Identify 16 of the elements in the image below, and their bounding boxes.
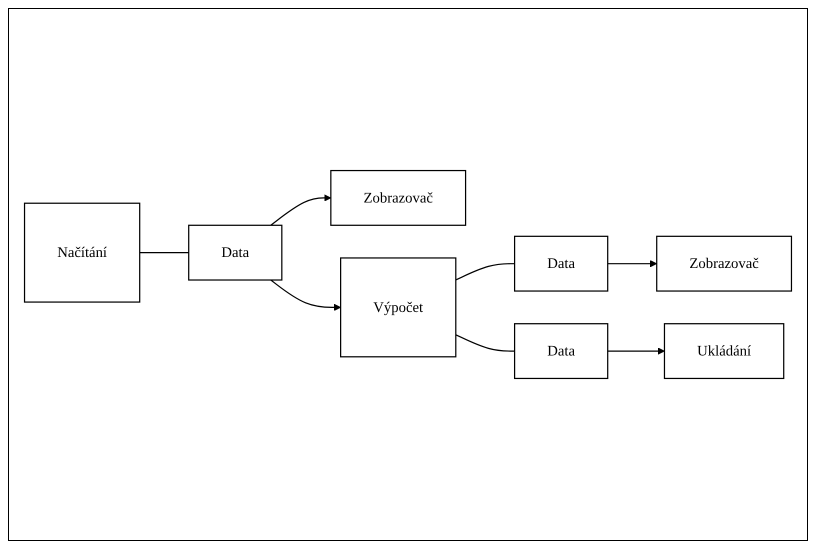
connector xyxy=(140,252,189,254)
arrow xyxy=(608,348,665,355)
arrow xyxy=(270,280,341,311)
node-box xyxy=(188,224,282,281)
connector xyxy=(456,334,515,352)
node-box xyxy=(514,236,608,292)
node-box xyxy=(340,257,456,358)
node-box xyxy=(664,323,784,380)
diagram-frame: Načítání Data Zobrazovač Výpočet Data Zobrazovač Data Ukládání xyxy=(8,8,808,541)
connector xyxy=(456,263,515,281)
node-box xyxy=(24,202,140,303)
arrow xyxy=(270,194,332,226)
node-box xyxy=(656,236,792,292)
arrow xyxy=(608,260,658,268)
node-box xyxy=(330,170,466,226)
node-box xyxy=(514,323,608,380)
